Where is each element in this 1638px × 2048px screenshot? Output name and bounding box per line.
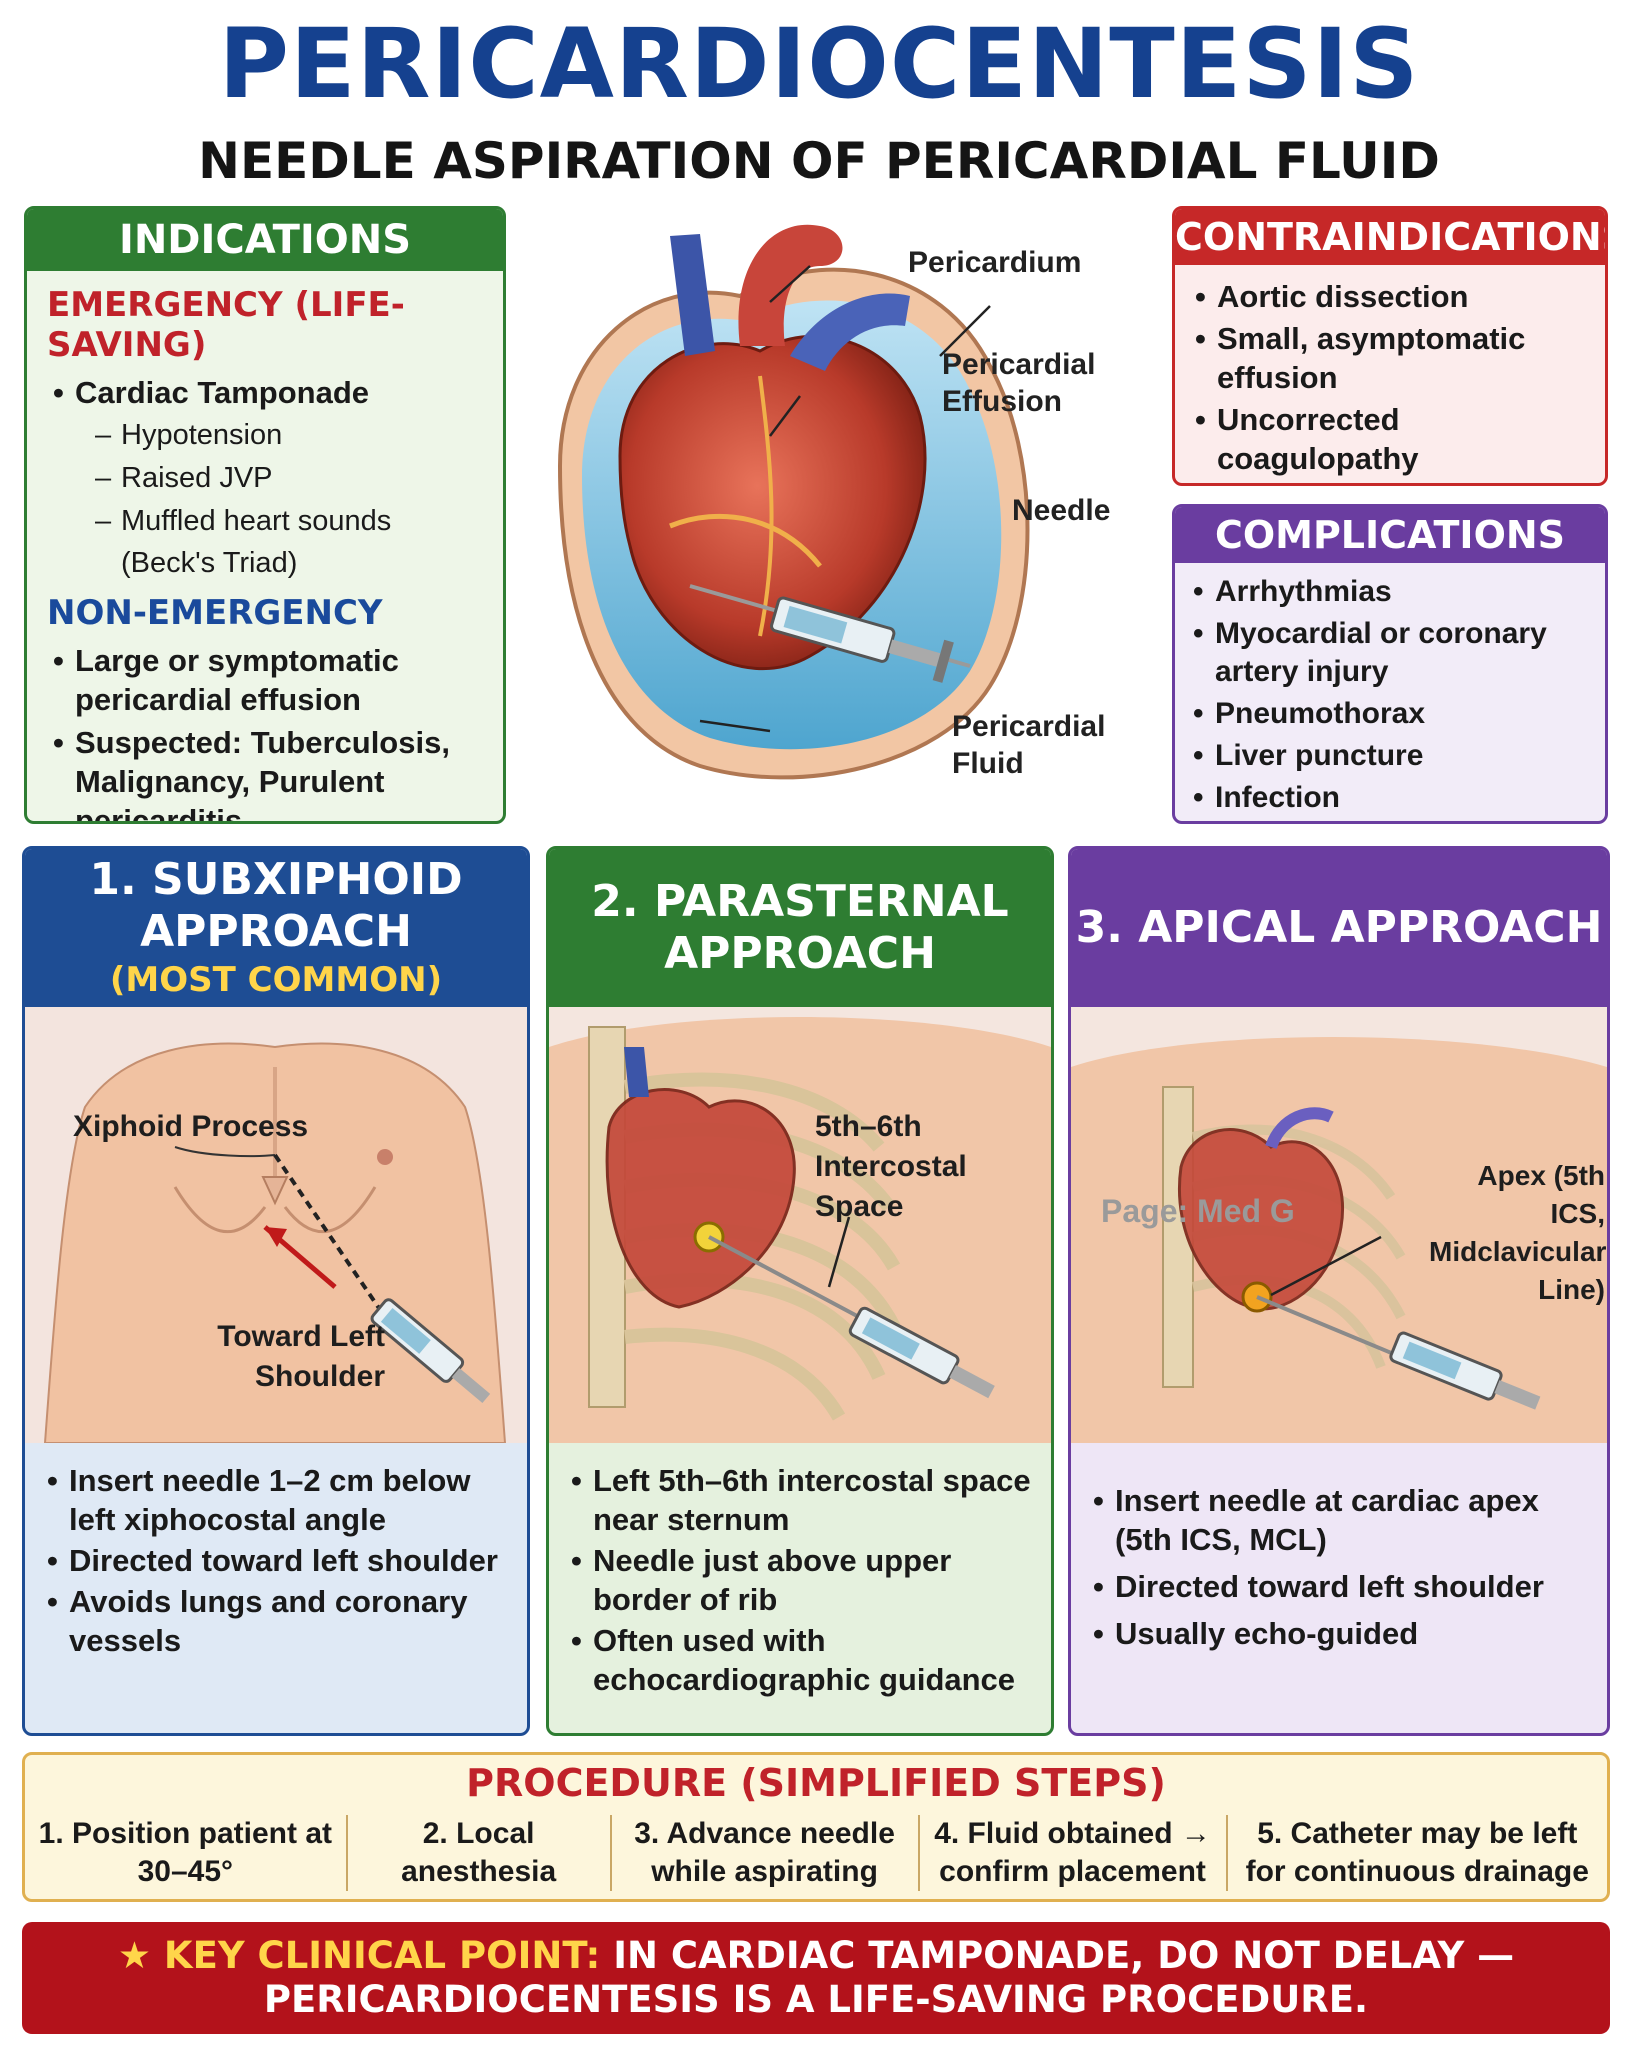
star-icon: ★ (117, 1934, 152, 1977)
approach-heading: 2. PARASTERNAL APPROACH (549, 849, 1051, 1007)
label-apex: Apex (5th ICS, Midclavicular Line) (1429, 1160, 1607, 1305)
contraindications-list: Aortic dissection Small, asymptomatic ef… (1191, 277, 1595, 478)
leader-line (939, 305, 991, 357)
list-item: Small, asymptomatic effusion (1191, 319, 1595, 397)
approach-title-line2: APPROACH (140, 906, 412, 957)
emergency-list: Cardiac Tamponade (49, 373, 491, 412)
indications-heading: INDICATIONS (27, 209, 503, 271)
key-point-text2: PERICARDIOCENTESIS IS A LIFE-SAVING PROC… (263, 1978, 1369, 2021)
pulmonary-artery (790, 293, 910, 371)
becks-triad-note: (Beck's Triad) (121, 547, 298, 579)
heart-diagram (557, 224, 1030, 780)
apical-diagram (1071, 1007, 1607, 1443)
syringe (770, 596, 954, 683)
label-toward-left-shoulder: Toward Left Shoulder (217, 1320, 385, 1393)
subxiphoid-approach-panel: 1. SUBXIPHOID APPROACH (MOST COMMON) Xip… (22, 846, 530, 1736)
vena-cava (670, 234, 715, 356)
list-item: Often used with echocardiographic guidan… (567, 1621, 1035, 1699)
list-item: Aortic dissection (1191, 277, 1595, 316)
list-item: Directed toward left shoulder (1089, 1567, 1591, 1606)
page-title: PERICARDIOCENTESIS (218, 8, 1420, 120)
complications-heading: COMPLICATIONS (1175, 507, 1605, 563)
subxiphoid-diagram (25, 1007, 527, 1444)
approach-title-line1: 2. PARASTERNAL (591, 876, 1009, 927)
coronary-vessel (758, 375, 774, 637)
approach-list: Insert needle at cardiac apex (5th ICS, … (1089, 1481, 1591, 1653)
procedure-step: 1. Position patient at 30–45° (25, 1815, 348, 1891)
procedure-step: 5. Catheter may be left for continuous d… (1245, 1817, 1589, 1888)
parasternal-approach-panel: 2. PARASTERNAL APPROACH (546, 846, 1054, 1736)
label-xiphoid-process: Xiphoid Process (73, 1110, 309, 1143)
list-item: Infection (1189, 779, 1595, 817)
list-item: Insert needle at cardiac apex (5th ICS, … (1089, 1481, 1591, 1559)
list-item: Uncorrected coagulopathy (1191, 400, 1595, 478)
list-item: Suspected: Tuberculosis, Malignancy, Pur… (49, 723, 491, 821)
list-item: Directed toward left shoulder (43, 1541, 511, 1580)
watermark: Page: Med G (1101, 1193, 1295, 1229)
leader-line (699, 719, 771, 733)
list-item: Avoids lungs and coronary vessels (43, 1582, 511, 1660)
label-pericardial-fluid: Pericardial Fluid (952, 710, 1106, 780)
key-point-line1: ★ KEY CLINICAL POINT: IN CARDIAC TAMPONA… (22, 1934, 1610, 1978)
key-point-label: KEY CLINICAL POINT: (163, 1934, 601, 1977)
emergency-sublist: Hypotension Raised JVP Muffled heart sou… (95, 414, 503, 543)
most-common-note: (MOST COMMON) (109, 960, 443, 1000)
approach-title-line1: 3. APICAL APPROACH (1075, 902, 1603, 953)
procedure-heading: PROCEDURE (SIMPLIFIED STEPS) (466, 1761, 1166, 1805)
procedure-steps: 1. Position patient at 30–45° 2. Local a… (25, 1815, 1607, 1891)
procedure-step: 3. Advance needle while aspirating (612, 1815, 920, 1891)
approach-heading: 3. APICAL APPROACH (1071, 849, 1607, 1007)
list-item: Pneumothorax (1189, 695, 1595, 733)
list-item: Arrhythmias (1189, 573, 1595, 611)
key-clinical-point-banner: ★ KEY CLINICAL POINT: IN CARDIAC TAMPONA… (22, 1922, 1610, 2034)
apical-approach-panel: 3. APICAL APPROACH Page: Med G (1068, 846, 1610, 1736)
label-needle: Needle (1012, 494, 1111, 527)
aorta (738, 224, 843, 346)
list-item: Raised JVP (95, 457, 503, 500)
approach-notes: Left 5th–6th intercostal space near ster… (549, 1443, 1051, 1733)
list-item: Liver puncture (1189, 737, 1595, 775)
procedure-step: 2. Local anesthesia (348, 1815, 612, 1891)
approach-list: Left 5th–6th intercostal space near ster… (567, 1461, 1035, 1699)
indications-panel: INDICATIONS EMERGENCY (LIFE-SAVING) Card… (24, 206, 506, 824)
coronary-vessel (669, 513, 822, 568)
non-emergency-list: Large or symptomatic pericardial effusio… (49, 641, 491, 821)
contraindications-panel: CONTRAINDICATIONS Aortic dissection Smal… (1172, 206, 1608, 486)
procedure-step: 4. Fluid obtained → confirm placement (920, 1815, 1228, 1891)
heart-illustration: Pericardium Pericardial Effusion Needle … (520, 206, 1160, 806)
approach-notes: Insert needle 1–2 cm below left xiphocos… (25, 1443, 527, 1733)
complications-list: Arrhythmias Myocardial or coronary arter… (1189, 573, 1595, 817)
parasternal-diagram (549, 1007, 1051, 1443)
non-emergency-heading: NON-EMERGENCY (47, 593, 383, 633)
procedure-panel: PROCEDURE (SIMPLIFIED STEPS) 1. Position… (22, 1752, 1610, 1902)
list-item: Usually echo-guided (1089, 1614, 1591, 1653)
key-point-text1: IN CARDIAC TAMPONADE, DO NOT DELAY — (613, 1934, 1515, 1977)
contraindications-heading: CONTRAINDICATIONS (1175, 209, 1605, 265)
ribcage-illustration: 5th–6th Intercostal Space (549, 1007, 1051, 1443)
page-subtitle: NEEDLE ASPIRATION OF PERICARDIAL FLUID (198, 132, 1440, 190)
emergency-heading: EMERGENCY (LIFE-SAVING) (47, 285, 405, 365)
approach-heading: 1. SUBXIPHOID APPROACH (MOST COMMON) (25, 849, 527, 1007)
leader-line (769, 395, 801, 437)
torso-illustration: Xiphoid Process Toward Left Shoulder (25, 1007, 527, 1444)
list-item: Insert needle 1–2 cm below left xiphocos… (43, 1461, 511, 1539)
approach-list: Insert needle 1–2 cm below left xiphocos… (43, 1461, 511, 1660)
approach-notes: Insert needle at cardiac apex (5th ICS, … (1071, 1443, 1607, 1733)
label-pericardial-effusion: Pericardial Effusion (942, 348, 1096, 418)
list-item: Cardiac Tamponade (49, 373, 491, 412)
list-item: Muffled heart sounds (95, 500, 503, 543)
list-item: Hypotension (95, 414, 503, 457)
label-pericardium: Pericardium (908, 246, 1082, 279)
label-intercostal-space: 5th–6th Intercostal Space (815, 1110, 967, 1223)
approach-title-line1: 1. SUBXIPHOID (89, 854, 463, 905)
leader-line (769, 265, 811, 303)
chest-illustration: Page: Med G Apex (5th ICS, Midclavicular… (1071, 1007, 1607, 1443)
list-item: Myocardial or coronary artery injury (1189, 615, 1595, 691)
list-item: Large or symptomatic pericardial effusio… (49, 641, 491, 719)
list-item: Left 5th–6th intercostal space near ster… (567, 1461, 1035, 1539)
complications-panel: COMPLICATIONS Arrhythmias Myocardial or … (1172, 504, 1608, 824)
list-item: Needle just above upper border of rib (567, 1541, 1035, 1619)
approach-title-line2: APPROACH (664, 928, 936, 979)
